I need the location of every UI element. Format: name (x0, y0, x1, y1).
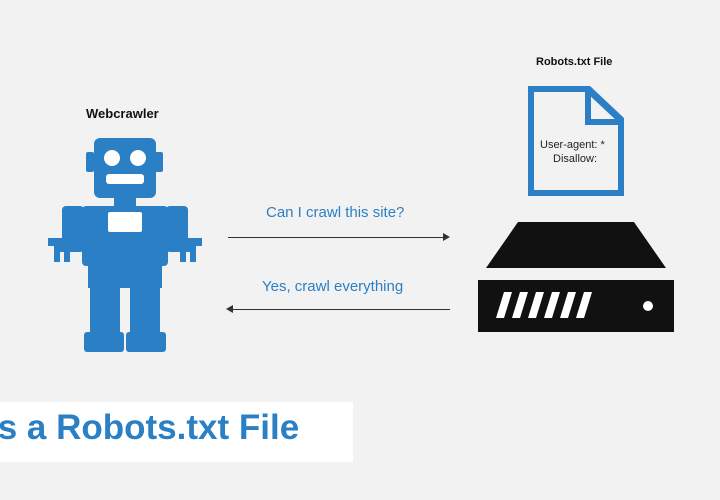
disallow-line: Disallow: (553, 153, 598, 165)
request-text: Can I crawl this site? (266, 204, 405, 221)
page-title: ls a Robots.txt File (0, 408, 300, 447)
webcrawler-label: Webcrawler (86, 106, 159, 121)
robot-icon (48, 138, 202, 352)
response-text: Yes, crawl everything (262, 278, 404, 295)
request-arrow (228, 233, 450, 241)
title-banner: ls a Robots.txt File (0, 402, 353, 462)
server-icon (478, 86, 674, 332)
document-icon (528, 86, 624, 196)
robots-file-label: Robots.txt File (536, 56, 613, 68)
user-agent-line: User-agent: * (540, 139, 605, 151)
response-arrow (226, 305, 450, 313)
